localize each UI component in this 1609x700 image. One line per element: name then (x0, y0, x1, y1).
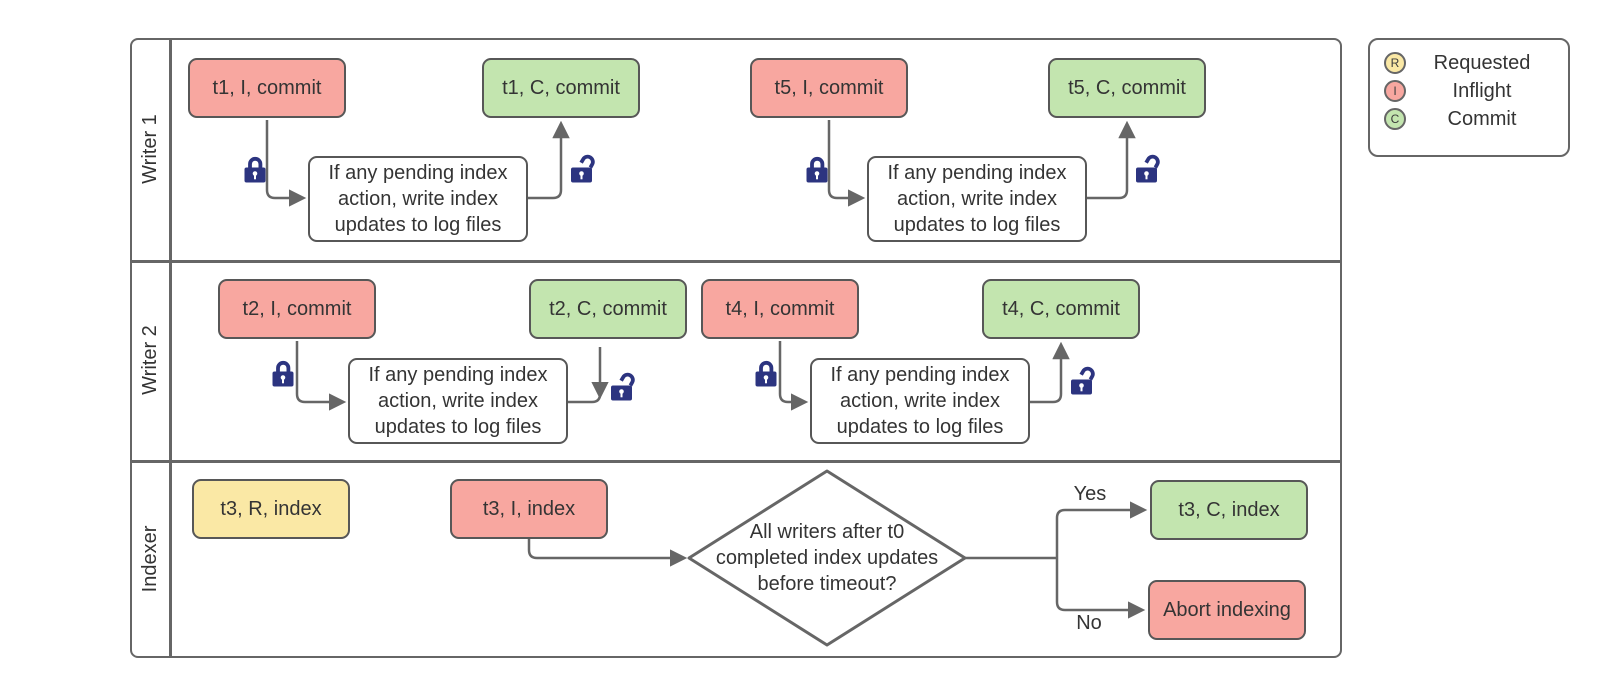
lane-label-writer1: Writer 1 (139, 114, 161, 184)
legend-item-requested: R Requested (1384, 49, 1558, 77)
requested-badge-icon: R (1384, 52, 1406, 74)
legend-label: Requested (1433, 51, 1531, 74)
commit-badge-icon: C (1384, 108, 1406, 130)
branch-yes-label: Yes (1073, 483, 1107, 505)
state-t2-commit: t2, C, commit (529, 279, 687, 339)
lock-closed-icon (804, 154, 830, 189)
state-t5-commit: t5, C, commit (1048, 58, 1206, 118)
legend-label: Inflight (1452, 79, 1512, 102)
state-abort-indexing: Abort indexing (1148, 580, 1306, 640)
state-t4-commit: t4, C, commit (982, 279, 1140, 339)
lock-open-icon (608, 372, 638, 407)
process-box-writer1-a: If any pending index action, write index… (308, 156, 528, 242)
state-t3-requested: t3, R, index (192, 479, 350, 539)
lane-divider-1 (132, 260, 1340, 263)
swimlane-frame (130, 38, 1342, 658)
branch-no-label: No (1076, 612, 1102, 634)
process-box-writer2-a: If any pending index action, write index… (348, 358, 568, 444)
decision-question: All writers after t0 completed index upd… (715, 521, 939, 595)
lock-closed-icon (242, 154, 268, 189)
state-t2-inflight: t2, I, commit (218, 279, 376, 339)
state-t3-commit: t3, C, index (1150, 480, 1308, 540)
state-t5-inflight: t5, I, commit (750, 58, 908, 118)
inflight-badge-icon: I (1384, 80, 1406, 102)
process-box-writer2-b: If any pending index action, write index… (810, 358, 1030, 444)
lock-closed-icon (270, 358, 296, 393)
process-box-writer1-b: If any pending index action, write index… (867, 156, 1087, 242)
state-t1-commit: t1, C, commit (482, 58, 640, 118)
legend-item-inflight: I Inflight (1384, 77, 1558, 105)
lock-closed-icon (753, 358, 779, 393)
legend-item-commit: C Commit (1384, 105, 1558, 133)
lane-label-separator (169, 40, 172, 656)
state-t4-inflight: t4, I, commit (701, 279, 859, 339)
lock-open-icon (568, 154, 598, 189)
state-t3-inflight: t3, I, index (450, 479, 608, 539)
lane-label-indexer: Indexer (139, 525, 161, 593)
legend-label: Commit (1447, 107, 1517, 130)
legend: R Requested I Inflight C Commit (1368, 38, 1570, 157)
lane-label-writer2: Writer 2 (139, 325, 161, 395)
state-t1-inflight: t1, I, commit (188, 58, 346, 118)
lane-divider-2 (132, 460, 1340, 463)
lock-open-icon (1133, 154, 1163, 189)
lock-open-icon (1068, 366, 1098, 401)
